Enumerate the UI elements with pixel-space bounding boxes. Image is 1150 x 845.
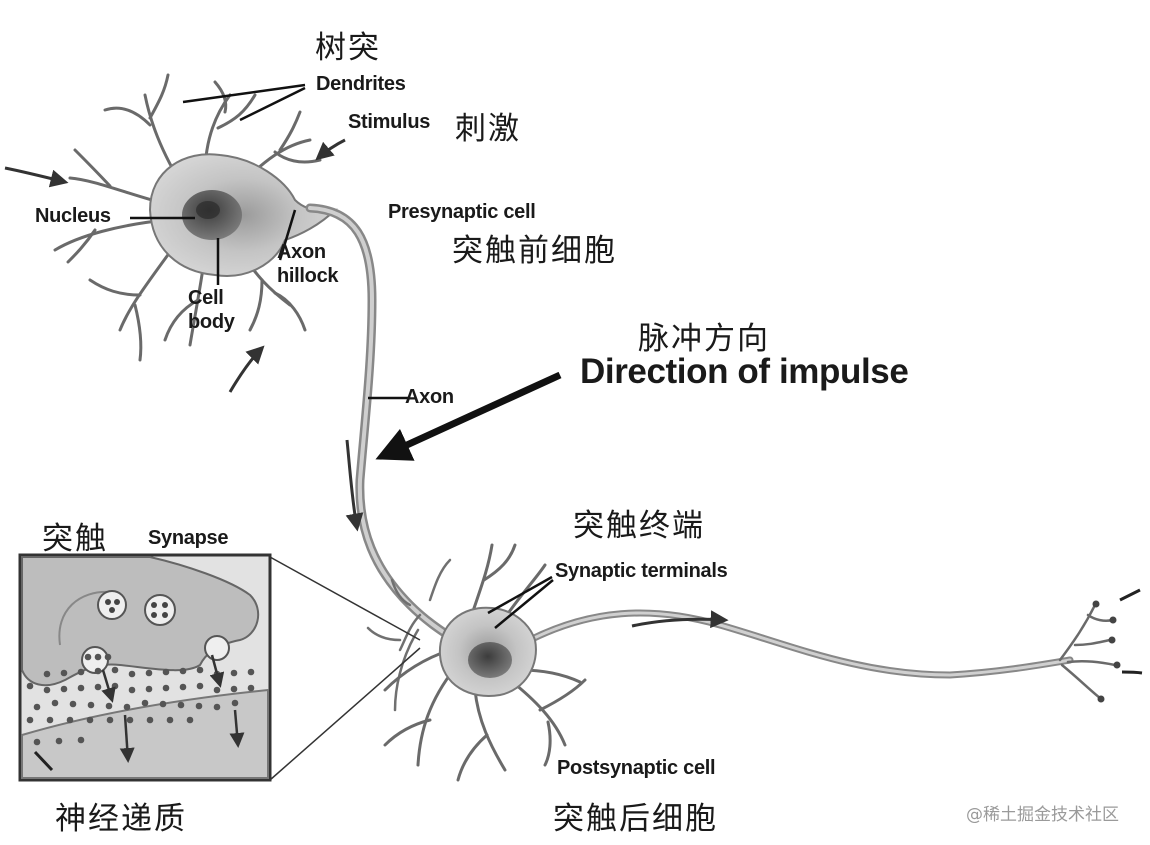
synaptic-terminals-label: Synaptic terminals — [555, 560, 728, 582]
neurotransmitter-dots — [26, 653, 255, 746]
synaptic-terminals-cn-label: 突触终端 — [573, 508, 705, 544]
axon-hillock-label: Axon hillock — [277, 240, 362, 288]
postsynaptic-cell-cn-label: 突触后细胞 — [553, 801, 718, 837]
dendrites-label: Dendrites — [316, 73, 406, 95]
neurotransmitter-dot — [162, 668, 170, 676]
neurotransmitter-dot — [33, 703, 41, 711]
neurotransmitter-dot — [145, 669, 153, 677]
neurotransmitter-dot — [196, 682, 204, 690]
neurotransmitter-dot — [77, 736, 85, 744]
neurotransmitter-dot — [166, 716, 174, 724]
watermark: @稀土掘金技术社区 — [966, 805, 1119, 825]
synapse-cn-label: 突触 — [42, 521, 108, 557]
cell-body-text: Cell body — [188, 287, 235, 333]
neurotransmitter-dot — [141, 699, 149, 707]
postsynaptic-nucleus — [468, 642, 512, 678]
neurotransmitter-dot — [86, 716, 94, 724]
neurotransmitter-dot — [43, 670, 51, 678]
neurotransmitter-dot — [94, 667, 102, 675]
neurotransmitter-dot — [60, 685, 68, 693]
neurotransmitter-dot — [104, 653, 112, 661]
neurotransmitter-dot — [162, 684, 170, 692]
flow-arrows — [4, 138, 729, 629]
direction-cn-label: 脉冲方向 — [638, 321, 770, 357]
nucleus-label: Nucleus — [35, 205, 111, 227]
neurotransmitter-dot — [213, 703, 221, 711]
synapse-inset — [18, 553, 272, 782]
stimulus-cn-label: 刺激 — [455, 111, 521, 147]
dendrites-cn-label: 树突 — [315, 30, 381, 66]
neurotransmitter-dot — [186, 716, 194, 724]
neurotransmitter-arrows — [101, 654, 245, 763]
neurotransmitter-dot — [123, 703, 131, 711]
presynaptic-cell-label: Presynaptic cell — [388, 200, 538, 224]
postsynaptic-axon — [526, 609, 1074, 679]
presynaptic-cell-cn-label: 突触前细胞 — [452, 233, 617, 269]
neurotransmitter-dot — [94, 683, 102, 691]
synaptic-terminal-branches — [366, 558, 452, 712]
neurotransmitter-dot — [179, 683, 187, 691]
neurotransmitter-dot — [26, 682, 34, 690]
direction-arrow — [375, 371, 562, 461]
neurotransmitter-dot — [111, 682, 119, 690]
neurotransmitter-dot — [43, 686, 51, 694]
neurotransmitter-dot — [128, 686, 136, 694]
neurotransmitter-dot — [213, 686, 221, 694]
neurotransmitter-dot — [231, 699, 239, 707]
neurotransmitter-dot — [146, 716, 154, 724]
presynaptic-cell-text: Presynaptic cell — [388, 201, 536, 223]
neurotransmitter-dot — [128, 670, 136, 678]
axon-label: Axon — [405, 386, 454, 408]
neurotransmitter-dot — [77, 668, 85, 676]
neurotransmitter-dot — [196, 666, 204, 674]
neurotransmitter-dot — [55, 737, 63, 745]
neurotransmitter-dot — [179, 667, 187, 675]
stimulus-label: Stimulus — [348, 111, 431, 133]
neurotransmitter-dot — [230, 669, 238, 677]
synapse-label: Synapse — [148, 527, 229, 549]
neurotransmitter-dot — [195, 702, 203, 710]
neurotransmitter-dot — [60, 669, 68, 677]
leader-lines — [130, 83, 554, 629]
neurotransmitter-dot — [84, 653, 92, 661]
neurotransmitter-dot — [69, 700, 77, 708]
neurotransmitter-dot — [247, 684, 255, 692]
neurotransmitter-dot — [66, 716, 74, 724]
neurotransmitter-dot — [77, 684, 85, 692]
neurotransmitter-dot — [87, 701, 95, 709]
neurotransmitter-cn-label: 神经递质 — [55, 801, 187, 837]
axon-hillock-text: Axon hillock — [277, 241, 339, 287]
postsynaptic-axon-terminals — [1058, 603, 1117, 700]
neurotransmitter-dot — [247, 668, 255, 676]
neurotransmitter-dot — [126, 716, 134, 724]
neurotransmitter-dot — [26, 716, 34, 724]
neurotransmitter-dot — [230, 685, 238, 693]
neurotransmitter-dot — [94, 653, 102, 661]
neurotransmitter-dot — [51, 699, 59, 707]
cell-body-label: Cell body — [188, 286, 248, 334]
neurotransmitter-dot — [145, 685, 153, 693]
neurotransmitter-dot — [105, 702, 113, 710]
neurotransmitter-dot — [106, 716, 114, 724]
neurotransmitter-dot — [111, 666, 119, 674]
postsynaptic-cell-label: Postsynaptic cell — [557, 757, 716, 779]
direction-label: Direction of impulse — [580, 352, 909, 391]
neurotransmitter-dot — [46, 716, 54, 724]
neurotransmitter-dot — [177, 701, 185, 709]
neurotransmitter-dot — [159, 700, 167, 708]
neurotransmitter-dot — [33, 738, 41, 746]
